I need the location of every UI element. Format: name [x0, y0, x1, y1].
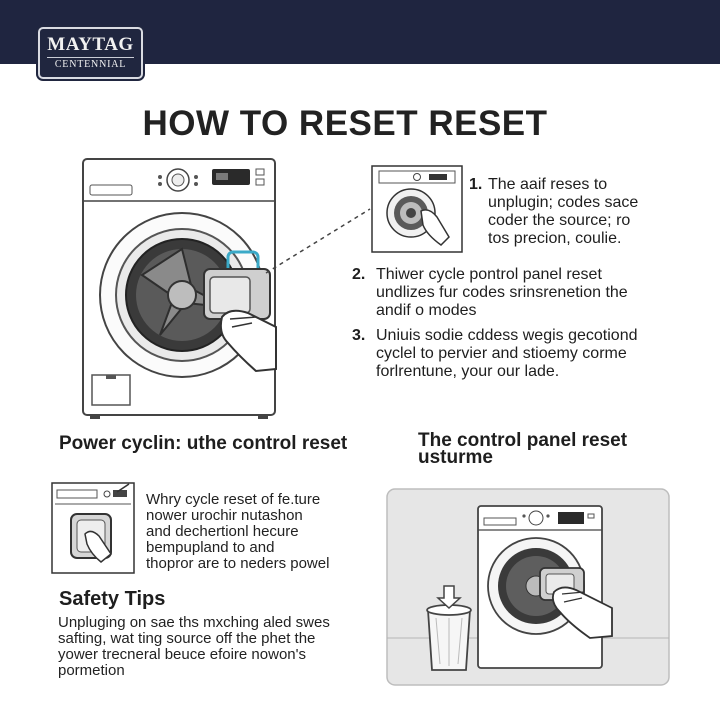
safety-tips-heading: Safety Tips: [59, 588, 166, 610]
text-line: yower trecneral beuce efoire nowon's: [58, 646, 306, 663]
step-text-line: undlizes fur codes srinsrenetion the: [376, 284, 628, 301]
step-text-line: coder the source; ro: [488, 212, 631, 229]
heading-line: The control panel reset: [418, 430, 628, 451]
step-text-line: Uniuis sodie cddess wegis gecotiond: [376, 327, 638, 344]
control-panel-heading: The control panel reset usturme: [418, 430, 678, 468]
step-text-line: andif o modes: [376, 302, 477, 319]
washer-illustration: [82, 158, 277, 419]
washer-thumbnail: [371, 165, 463, 253]
brand-logo: MAYTAG CENTENNIAL: [38, 27, 143, 79]
step-text-line: tos precion, coulie.: [488, 230, 622, 247]
laundry-scene-illustration: [386, 488, 670, 686]
text-line: safting, wat ting source off the phet th…: [58, 630, 316, 647]
connector-line: [265, 208, 371, 274]
text-line: nower urochir nutashon: [146, 507, 303, 524]
step-number: 1.: [469, 176, 483, 193]
step-3: 3. Uniuis sodie cddess wegis gecotiond c…: [352, 327, 682, 381]
page-title: HOW TO RESET RESET: [142, 104, 548, 143]
step-number: 3.: [352, 327, 366, 344]
text-line: thopror are to neders powel: [146, 555, 330, 572]
brand-name: MAYTAG: [47, 34, 134, 55]
text-line: and dechertionl hecure: [146, 523, 299, 540]
power-cycling-heading: Power cyclin: uthe control reset: [59, 433, 348, 454]
text-line: bempupland to and: [146, 539, 275, 556]
step-text-line: Thiwer cycle pontrol panel reset: [376, 266, 602, 283]
step-1: 1. The aaif reses to unplugin; codes sac…: [469, 176, 689, 248]
step-number: 2.: [352, 266, 366, 283]
step-2: 2. Thiwer cycle pontrol panel reset undl…: [352, 266, 682, 320]
heading-line: usturme: [418, 447, 493, 468]
safety-tips-text: Unpluging on sae ths mxching aled swes s…: [58, 615, 368, 679]
step-text-line: forlrentune, your our lade.: [376, 363, 560, 380]
text-line: Whry cycle reset of fe.ture: [146, 491, 321, 508]
text-line: Unpluging on sae ths mxching aled swes: [58, 614, 330, 631]
power-cycling-text: Whry cycle reset of fe.ture nower urochi…: [146, 492, 366, 572]
step-text-line: The aaif reses to: [488, 176, 608, 193]
step-text-line: unplugin; codes sace: [488, 194, 639, 211]
brand-subname: CENTENNIAL: [47, 57, 134, 70]
text-line: pormetion: [58, 662, 125, 679]
step-text-line: cyclel to pervier and stioemy corme: [376, 345, 627, 362]
control-panel-thumbnail: [51, 482, 135, 574]
